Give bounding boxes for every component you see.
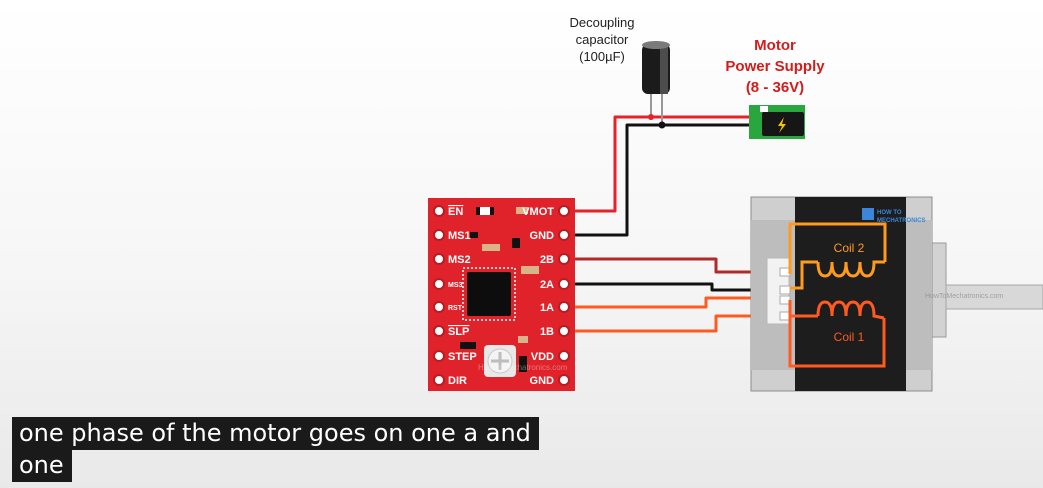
logo-line1: HOW TO: [877, 210, 902, 216]
pin-label-vmot: VMOT: [522, 206, 554, 218]
driver-watermark: HowToMechatronics.com: [478, 363, 568, 372]
decoupling-capacitor: [642, 41, 670, 129]
pin-label-vdd: VDD: [531, 351, 554, 363]
pin-label-gnd-bottom: GND: [530, 375, 555, 387]
pin-label-slp: SLP: [448, 326, 469, 338]
wire-2b-brown: [568, 257, 782, 274]
lightning-bolt-icon: [778, 117, 786, 133]
motor-watermark: HowToMechatronics.com: [925, 293, 1003, 300]
caption-line-1: one phase of the motor goes on one a and: [12, 417, 539, 450]
pin-label-2b: 2B: [540, 254, 554, 266]
wire-gnd-black: [568, 123, 760, 237]
wire-1b-orange: [568, 314, 782, 333]
wires: [568, 115, 782, 333]
htm-logo: HOW TO MECHATRONICS: [862, 208, 926, 224]
capacitor-label-line2: capacitor: [576, 32, 629, 47]
coil-2-label: Coil 2: [834, 241, 865, 255]
pin-label-en: EN: [448, 206, 463, 218]
coil-2: [788, 222, 887, 290]
capacitor-label-line3: (100µF): [579, 49, 625, 64]
pin-label-ms3: MS3: [448, 282, 463, 289]
capacitor-label-line1: Decoupling: [569, 15, 634, 30]
pin-label-1a: 1A: [540, 302, 554, 314]
pin-label-ms1: MS1: [448, 230, 471, 242]
pin-label-gnd-top: GND: [530, 230, 555, 242]
power-supply-jack: [749, 105, 805, 139]
coil-1: [788, 300, 886, 368]
wire-2a-black: [568, 282, 782, 292]
driver-pin-holes: [433, 205, 570, 386]
pin-label-step: STEP: [448, 351, 477, 363]
caption-line-2: one: [12, 449, 72, 482]
pin-label-1b: 1B: [540, 326, 554, 338]
power-supply-label-line1: Motor: [754, 37, 796, 54]
pin-label-dir: DIR: [448, 375, 467, 387]
power-supply-label-line3: (8 - 36V): [746, 79, 804, 96]
driver-board: [428, 198, 575, 391]
stepper-motor: [750, 196, 1043, 392]
pin-label-ms2: MS2: [448, 254, 471, 266]
pin-label-2a: 2A: [540, 279, 554, 291]
power-supply-label-line2: Power Supply: [725, 58, 825, 75]
pin-label-rst: RST: [448, 305, 463, 312]
logo-line2: MECHATRONICS: [877, 218, 926, 224]
wire-1a-orange: [568, 296, 782, 309]
coil-1-label: Coil 1: [834, 330, 865, 344]
wire-vmot-red: [568, 115, 760, 213]
